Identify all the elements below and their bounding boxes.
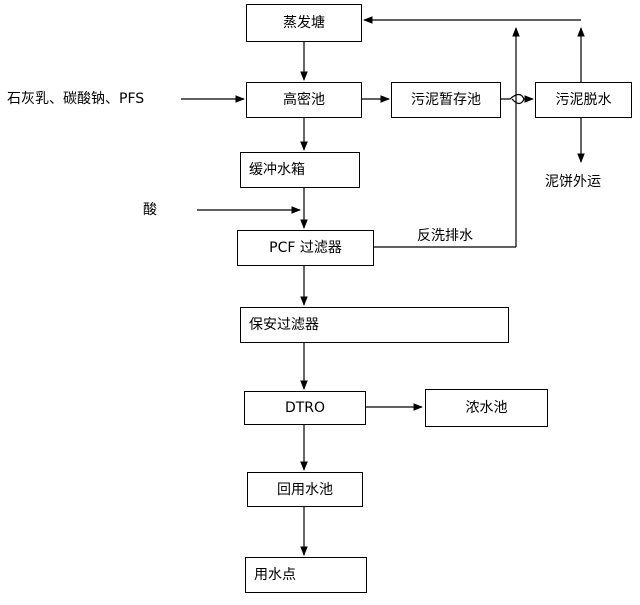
label-acid: 酸 (143, 202, 157, 218)
arrow-sludge-storage-to-dewatering (501, 95, 533, 104)
node-high-density-tank-label: 高密池 (283, 92, 325, 108)
node-high-density-tank: 高密池 (246, 82, 362, 118)
label-chemicals: 石灰乳、碳酸钠、PFS (7, 91, 145, 107)
node-evaporation-pond-label: 蒸发塘 (283, 15, 325, 31)
node-sludge-dewatering: 污泥脱水 (535, 82, 632, 118)
node-water-point: 用水点 (245, 557, 367, 593)
node-reuse-tank: 回用水池 (247, 472, 363, 507)
node-security-filter: 保安过滤器 (240, 307, 509, 343)
node-water-point-label: 用水点 (254, 567, 296, 583)
node-security-filter-label: 保安过滤器 (249, 317, 319, 333)
node-pcf-filter: PCF 过滤器 (237, 230, 374, 266)
node-dtro: DTRO (244, 391, 366, 425)
node-pcf-filter-label: PCF 过滤器 (269, 240, 342, 256)
label-cake-out: 泥饼外运 (545, 174, 601, 190)
node-dtro-label: DTRO (284, 400, 326, 416)
node-evaporation-pond: 蒸发塘 (246, 4, 362, 42)
node-buffer-tank: 缓冲水箱 (240, 152, 360, 188)
node-buffer-tank-label: 缓冲水箱 (249, 162, 305, 178)
node-sludge-dewatering-label: 污泥脱水 (555, 92, 612, 108)
label-backwash: 反洗排水 (417, 228, 473, 244)
node-sludge-storage: 污泥暂存池 (391, 82, 501, 118)
node-sludge-storage-label: 污泥暂存池 (411, 92, 481, 108)
node-reuse-tank-label: 回用水池 (277, 481, 333, 498)
node-concentrate-tank-label: 浓水池 (465, 400, 508, 416)
node-concentrate-tank: 浓水池 (425, 389, 548, 427)
